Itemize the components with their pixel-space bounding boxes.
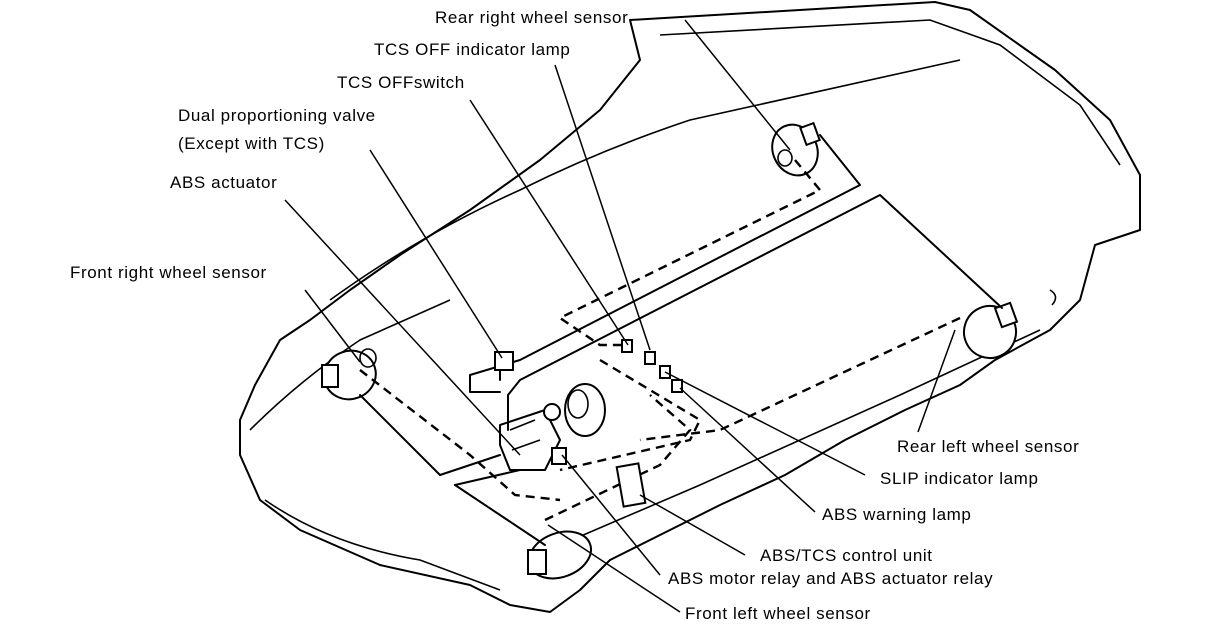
harness-front-right <box>359 369 561 502</box>
abs-tcs-control-unit-box <box>615 462 647 508</box>
dual-proportioning-valve <box>494 351 514 371</box>
label-dual-proportioning-valve-note: (Except with TCS) <box>178 134 325 153</box>
label-front-left-wheel-sensor: Front left wheel sensor <box>685 604 871 623</box>
label-rear-right-wheel-sensor: Rear right wheel sensor <box>435 8 629 27</box>
leader-rear-right-wheel-sensor <box>684 19 791 151</box>
leader-slip-indicator-lamp <box>664 371 866 476</box>
leader-front-left-wheel-sensor <box>547 524 681 613</box>
leader-abs-actuator <box>284 199 521 456</box>
body-side-line <box>559 329 1041 546</box>
label-front-right-wheel-sensor: Front right wheel sensor <box>70 263 267 282</box>
label-abs-warning-lamp: ABS warning lamp <box>822 505 972 524</box>
harness-rear-right <box>557 159 822 347</box>
car-body-outline <box>239 1 1141 613</box>
label-abs-actuator: ABS actuator <box>170 173 278 192</box>
label-tcs-off-indicator-lamp: TCS OFF indicator lamp <box>374 40 571 59</box>
hood-line <box>249 299 451 431</box>
brake-line-front-right <box>359 394 501 476</box>
brake-line-rear-left <box>507 194 1003 431</box>
brake-line-front-left <box>454 484 546 546</box>
leader-abs-motor-relay <box>561 454 661 576</box>
harness-rear-left <box>639 316 961 442</box>
harness-front-left <box>544 394 692 522</box>
label-rear-left-wheel-sensor: Rear left wheel sensor <box>897 437 1080 456</box>
brake-booster <box>564 383 606 437</box>
front-bumper-line <box>264 499 501 591</box>
tcs-off-switch-box <box>621 339 633 353</box>
label-slip-indicator-lamp: SLIP indicator lamp <box>880 469 1039 488</box>
leader-rear-left-wheel-sensor <box>917 329 956 433</box>
label-tcs-off-switch: TCS OFFswitch <box>337 73 465 92</box>
leader-tcs-off-switch <box>469 99 629 346</box>
label-abs-motor-relay: ABS motor relay and ABS actuator relay <box>668 569 994 588</box>
leader-tcs-off-indicator-lamp <box>554 64 651 351</box>
rear-left-wheel <box>963 305 1017 359</box>
leader-abs-warning-lamp <box>679 387 816 513</box>
label-abs-tcs-control-unit: ABS/TCS control unit <box>760 546 933 565</box>
rear-right-wheel <box>771 123 819 177</box>
leader-abs-tcs-control-unit <box>639 494 746 556</box>
leader-dual-proportioning-valve <box>369 149 503 359</box>
leader-front-right-wheel-sensor <box>304 289 361 363</box>
windshield-line <box>329 59 961 301</box>
roof-line <box>659 19 1121 166</box>
label-dual-proportioning-valve: Dual proportioning valve <box>178 106 376 125</box>
abs-motor-relay <box>551 447 567 465</box>
